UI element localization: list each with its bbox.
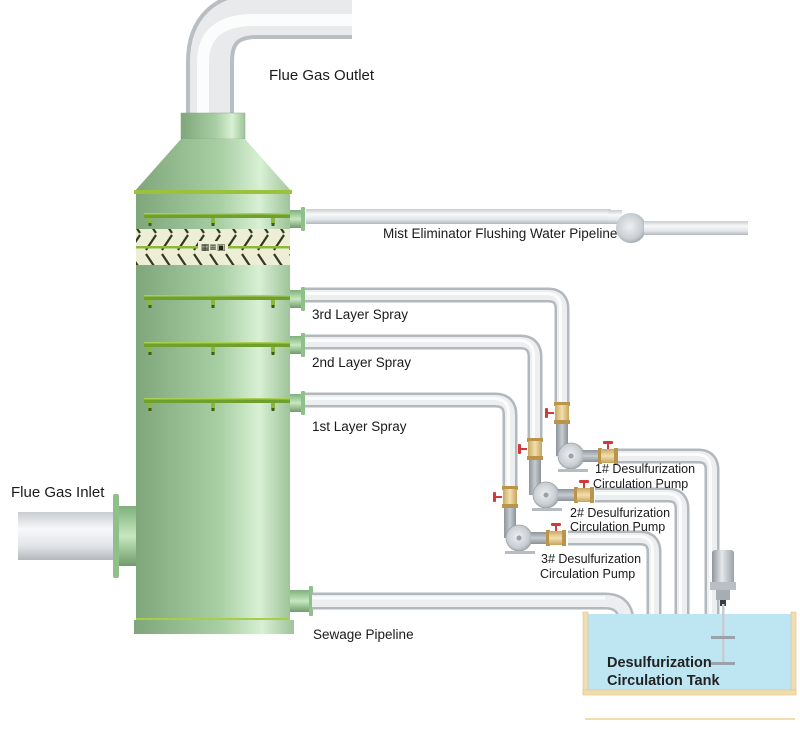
tower-neck: [180, 112, 246, 140]
pump-base: [532, 508, 562, 511]
mist-eliminator-flush-bar: [144, 213, 290, 226]
tank-label-line2: Circulation Tank: [607, 673, 720, 689]
agitator-icon: [710, 550, 736, 665]
spray-feed-pipe-3: [303, 287, 570, 404]
spray-nozzle-icon: [148, 218, 152, 224]
spray-layer-1-label: 1st Layer Spray: [312, 419, 407, 434]
spray-nozzle-icon: [211, 403, 215, 409]
spray-nozzle-icon: [211, 300, 215, 306]
spray-feed-pipe-1: [303, 392, 518, 488]
sewage-pipeline-label: Sewage Pipeline: [313, 627, 414, 642]
tower-nozzle-spray-2: [290, 333, 305, 357]
spray-header-1: [144, 398, 290, 411]
desulfurization-circulation-tank: [582, 550, 797, 720]
spray-feed-pipe-2: [303, 334, 543, 440]
pump-1-label-line2: Circulation Pump: [593, 477, 688, 491]
pump-2-label-line1: 2# Desulfurization: [570, 506, 670, 520]
suction-valve-icon: [546, 523, 566, 546]
mist-eliminator-flushing-pipe: [306, 209, 748, 243]
circulation-pump-1: [545, 402, 618, 472]
spray-layer-3-label: 3rd Layer Spray: [312, 307, 408, 322]
suction-valve-icon: [598, 441, 618, 464]
suction-pipe-pump-1: [616, 448, 720, 625]
spray-nozzle-icon: [271, 300, 275, 306]
tower-nozzle-mist: [290, 207, 305, 231]
spray-nozzle-icon: [211, 347, 215, 353]
discharge-valve-icon: [545, 402, 570, 424]
flue-gas-outlet-pipe: [186, 0, 352, 115]
spray-nozzle-icon: [148, 403, 152, 409]
pump-base: [558, 469, 588, 472]
flue-gas-inlet-pipe: [18, 494, 136, 578]
flushing-pump-icon: [616, 213, 646, 243]
suction-pipe-pump-3: [566, 530, 662, 625]
tower-base: [134, 620, 294, 634]
spray-nozzle-icon: [271, 218, 275, 224]
discharge-valve-icon: [493, 486, 518, 508]
suction-valve-icon: [574, 480, 594, 503]
tower-cone: [134, 139, 292, 192]
tower-nozzle-spray-3: [290, 287, 305, 311]
flue-gas-outlet-label: Flue Gas Outlet: [269, 67, 375, 84]
svg-text:▦≡▣: ▦≡▣: [201, 243, 226, 253]
spray-nozzle-icon: [271, 403, 275, 409]
spray-nozzle-icon: [211, 218, 215, 224]
mist-eliminator: ▦≡▣: [136, 229, 290, 265]
spray-header-3: [144, 295, 290, 308]
spray-header-2: [144, 342, 290, 355]
tank-label-line1: Desulfurization: [607, 655, 712, 671]
circulation-pump-2: [518, 438, 594, 511]
flue-gas-inlet-label: Flue Gas Inlet: [11, 484, 105, 501]
pump-2-label-line2: Circulation Pump: [570, 520, 665, 534]
pump-1-label-line1: 1# Desulfurization: [595, 462, 695, 476]
tower-nozzle-sewage: [290, 586, 313, 616]
mist-eliminator-pipeline-label: Mist Eliminator Flushing Water Pipeline: [383, 226, 617, 241]
discharge-valve-icon: [518, 438, 543, 460]
pump-3-label-line1: 3# Desulfurization: [541, 552, 641, 566]
spray-nozzle-icon: [148, 347, 152, 353]
spray-nozzle-icon: [148, 300, 152, 306]
absorption-tower: ▦≡▣: [134, 112, 294, 634]
pump-3-label-line2: Circulation Pump: [540, 567, 635, 581]
spray-nozzle-icon: [271, 347, 275, 353]
tower-nozzle-spray-1: [290, 391, 305, 415]
circulation-pump-3: [493, 486, 566, 554]
suction-pipe-pump-2: [593, 487, 690, 625]
pump-base: [505, 551, 535, 554]
spray-layer-2-label: 2nd Layer Spray: [312, 355, 411, 370]
